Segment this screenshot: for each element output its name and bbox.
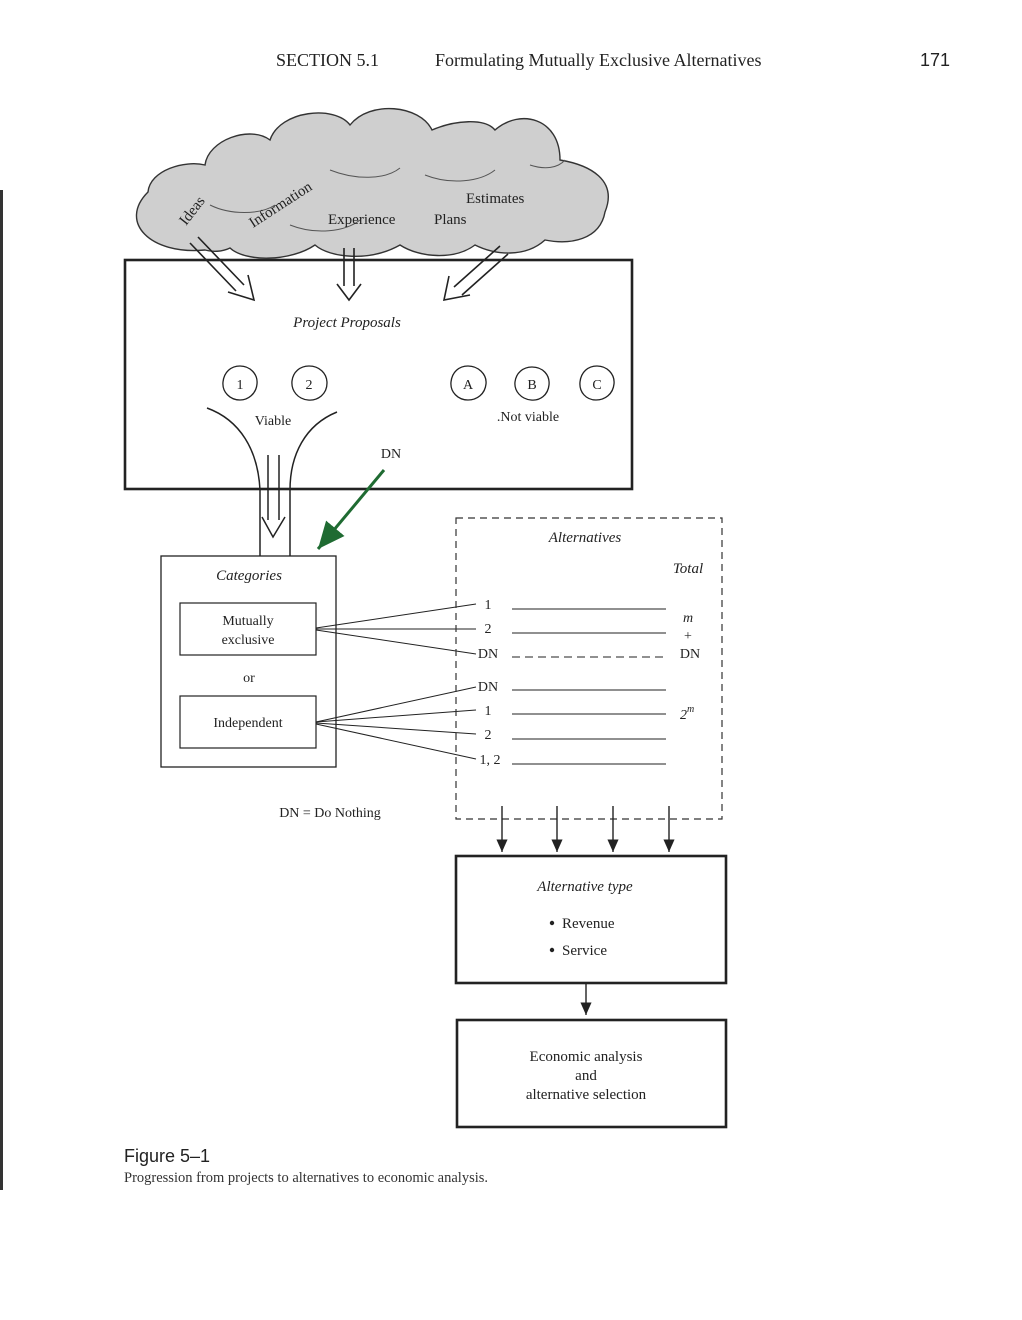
dn-arrow-label: DN (381, 447, 401, 462)
figure-caption: Progression from projects to alternative… (124, 1170, 489, 1186)
cloud-shape (135, 107, 609, 259)
cloud-word-plans: Plans (434, 212, 467, 228)
revenue-item: Revenue (562, 916, 615, 932)
me-row-2: 2 (485, 622, 492, 637)
econ-line2: and (575, 1068, 597, 1084)
proposal-blob-a (450, 365, 487, 401)
proposal-blob-1 (222, 365, 258, 401)
service-bullet (549, 947, 555, 953)
ind-row-1: 1 (485, 704, 492, 719)
proposal-blobs (222, 365, 615, 401)
cloud-word-experience: Experience (328, 212, 396, 228)
mutually-exclusive-line2: exclusive (222, 633, 275, 648)
figure-title: Figure 5–1 (124, 1146, 211, 1166)
cloud-word-estimates: Estimates (466, 191, 524, 207)
dn-definition: DN = Do Nothing (279, 806, 381, 821)
proposal-blob-c (579, 365, 615, 401)
ind-row-dn: DN (478, 680, 498, 695)
economic-analysis-box (455, 1018, 728, 1129)
ind-row-2: 2 (485, 728, 492, 743)
section-title: Formulating Mutually Exclusive Alternati… (435, 50, 762, 70)
dn-green-arrow (316, 469, 386, 550)
project-proposals-title: Project Proposals (292, 315, 401, 331)
ind-row-1-2: 1, 2 (480, 753, 501, 768)
viable-funnel (206, 407, 338, 556)
page-number: 171 (920, 50, 951, 70)
proposal-2-label: 2 (306, 378, 313, 393)
mutually-exclusive-line1: Mutually (222, 614, 273, 629)
not-viable-label: .Not viable (497, 410, 559, 425)
proposal-blob-b (514, 366, 550, 401)
page-spine-edge (0, 190, 3, 1190)
alternative-type-box (454, 854, 728, 985)
alternatives-to-type-arrows (496, 806, 675, 852)
proposal-1-label: 1 (237, 378, 244, 393)
categories-box (160, 555, 337, 768)
alternative-type-title: Alternative type (536, 879, 633, 895)
independent-label: Independent (213, 716, 282, 731)
section-label: SECTION 5.1 (276, 50, 379, 70)
me-total-dn: DN (680, 647, 700, 662)
viable-label: Viable (255, 414, 291, 429)
ind-total-exp: m (687, 704, 694, 715)
me-total-m: m (683, 611, 693, 626)
ind-total-base: 2 (680, 708, 687, 723)
categories-title: Categories (216, 568, 282, 584)
proposal-c-label: C (592, 378, 601, 393)
me-total-plus: + (684, 629, 692, 644)
category-connector-lines (315, 603, 477, 760)
me-row-dn: DN (478, 647, 498, 662)
me-row-1: 1 (485, 598, 492, 613)
or-label: or (243, 671, 255, 686)
proposal-blob-2 (291, 365, 328, 401)
proposal-a-label: A (463, 378, 474, 393)
revenue-bullet (549, 920, 555, 926)
proposal-b-label: B (527, 378, 536, 393)
ind-total-expr: 2m (680, 704, 694, 723)
service-item: Service (562, 943, 607, 959)
econ-line1: Economic analysis (530, 1049, 643, 1065)
alternatives-box (455, 517, 723, 820)
total-label: Total (673, 561, 703, 577)
project-proposals-box (123, 258, 634, 491)
econ-line3: alternative selection (526, 1087, 647, 1103)
alternatives-title: Alternatives (548, 530, 622, 546)
